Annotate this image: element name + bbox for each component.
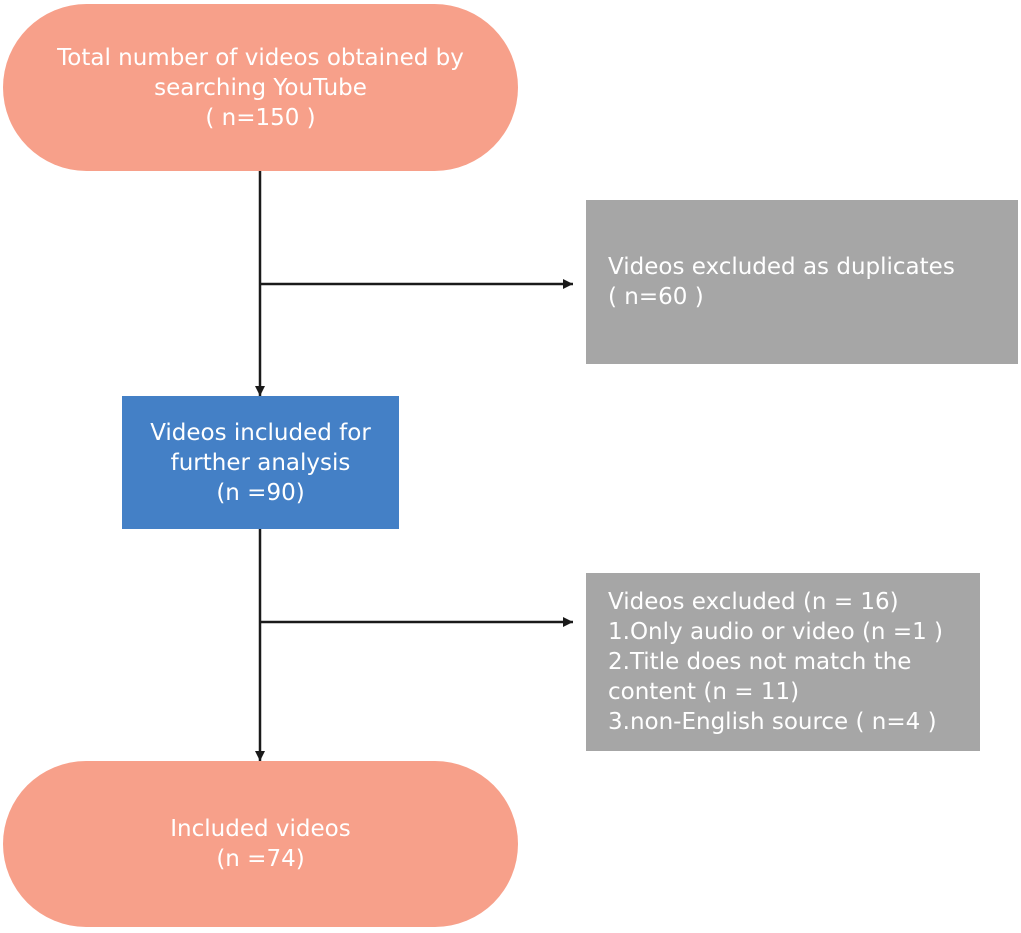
start-line-3: ( n=150 ) — [205, 104, 316, 131]
further-line-3: (n =90) — [216, 479, 305, 506]
videos-excluded-node: Videos excluded (n = 16) 1.Only audio or… — [586, 573, 980, 751]
excluded-line-1: Videos excluded (n = 16) — [608, 589, 899, 615]
further-analysis-node: Videos included for further analysis (n … — [122, 396, 399, 529]
duplicates-line-2: ( n=60 ) — [608, 284, 704, 310]
duplicates-line-1: Videos excluded as duplicates — [608, 254, 955, 280]
excluded-line-4: content (n = 11) — [608, 679, 800, 705]
excluded-line-3: 2.Title does not match the — [608, 649, 912, 675]
start-line-1: Total number of videos obtained by — [57, 44, 464, 71]
excluded-line-5: 3.non-English source ( n=4 ) — [608, 709, 937, 735]
end-line-1: Included videos — [170, 816, 351, 842]
end-line-2: (n =74) — [216, 846, 305, 872]
excluded-line-2: 1.Only audio or video (n =1 ) — [608, 619, 944, 645]
start-node: Total number of videos obtained by searc… — [3, 4, 518, 171]
included-videos-node: Included videos (n =74) — [3, 761, 518, 927]
further-line-2: further analysis — [170, 449, 351, 476]
duplicates-excluded-node: Videos excluded as duplicates ( n=60 ) — [586, 200, 1018, 364]
start-line-2: searching YouTube — [154, 74, 367, 101]
further-line-1: Videos included for — [150, 419, 371, 446]
